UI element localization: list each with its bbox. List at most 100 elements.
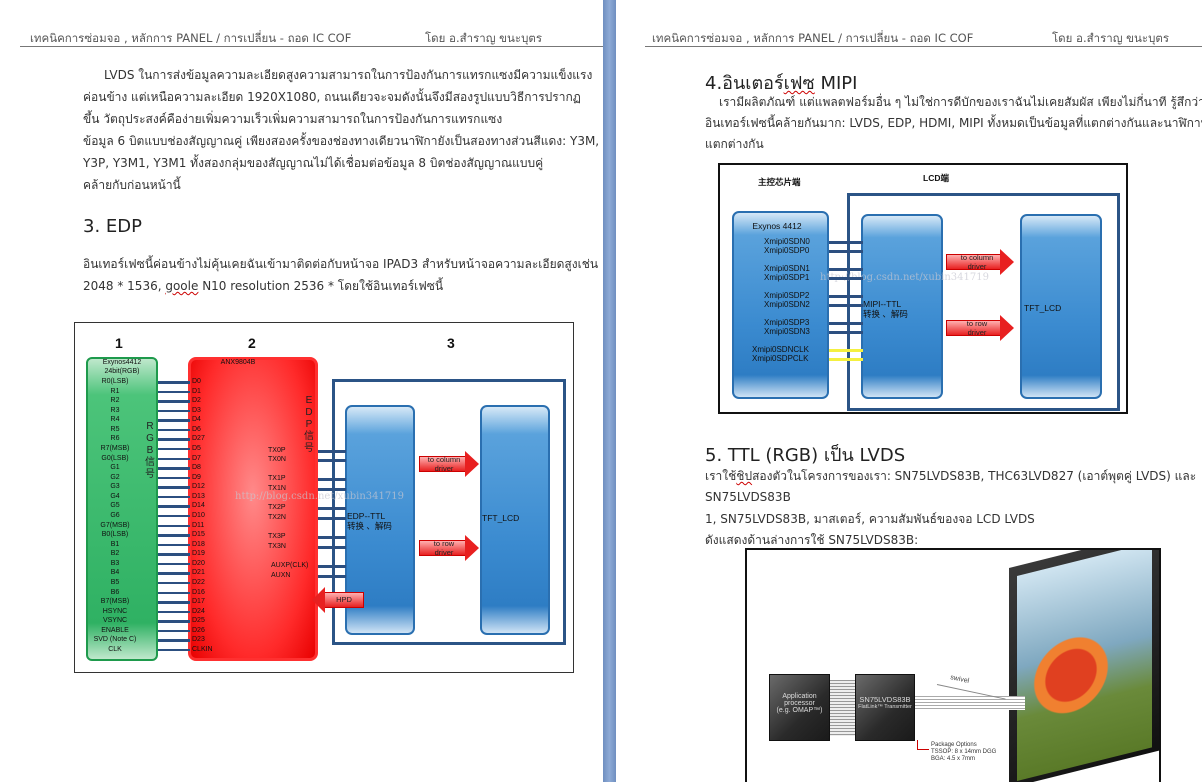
exynos4412-block — [86, 357, 158, 661]
bridge-pin-label: D18 — [192, 540, 205, 548]
edp-wire — [318, 565, 346, 568]
section-heading-ttl-lvds: 5. TTL (RGB) เป็น LVDS — [705, 445, 906, 466]
text-line: ค่อนข้าง แต่เหนือความละเอียด 1920X1080, … — [83, 90, 581, 104]
tx-pin-label: TX2N — [268, 514, 286, 521]
rgb-wire — [158, 390, 190, 394]
misspelled-word[interactable]: ชิป — [736, 469, 753, 483]
rgb-wire — [158, 610, 190, 614]
rgb-wire — [158, 572, 190, 575]
rgb-wire — [158, 438, 190, 441]
bridge-pin-label: D14 — [192, 502, 205, 510]
rgb-wire — [158, 428, 190, 432]
mipi-wire — [829, 349, 863, 352]
bridge-pin-label: D22 — [192, 578, 205, 586]
text-line: เราใช้ชิปสองตัวในโครงการของเรา: SN75LVDS… — [705, 469, 1197, 483]
bridge-pin-label: CLKIN — [192, 645, 213, 653]
source-pin-label: SVD (Note C) — [93, 636, 137, 644]
edp-wire — [318, 536, 346, 539]
source-pin-label: B7(MSB) — [100, 598, 130, 606]
source-pin-label: R2 — [110, 397, 120, 405]
tx-pin-label: TX0N — [268, 456, 286, 463]
intro-paragraph: LVDS ในการส่งข้อมูลความละเอียดสูงความสาม… — [83, 64, 599, 196]
watermark: http://blog.csdn.net/xubin341719 — [235, 491, 404, 502]
bridge-pin-label: D23 — [192, 636, 205, 644]
tx-pin-label: TX1P — [268, 475, 286, 482]
rgb-wire — [158, 629, 190, 633]
bridge-pin-label: D24 — [192, 607, 205, 615]
text-line: คล้ายกับก่อนหน้านี้ — [83, 178, 181, 192]
bridge-pin-label: D27 — [192, 435, 205, 443]
text: 2048 * 1536, — [83, 279, 166, 293]
lvds-cable — [915, 696, 1025, 710]
section-heading-mipi: 4.อินเตอร์เฟซ MIPI — [705, 73, 858, 94]
misspelled-word[interactable]: goole — [165, 279, 199, 293]
tx-pin-label: AUXN — [271, 572, 291, 579]
lcd-side-frame — [847, 193, 1120, 411]
bridge-pin-label: D5 — [192, 444, 201, 452]
column-number: 1 — [115, 335, 123, 351]
mipi-wire — [829, 268, 863, 271]
source-pin-label: G7(MSB) — [100, 521, 130, 529]
document-page-right: เทคนิคการซ่อมจอ , หลักการ PANEL / การเปล… — [616, 0, 1202, 782]
column-number: 2 — [248, 335, 256, 351]
mipi-pin-label: Xmipi0SDP0 — [764, 246, 810, 255]
source-pin-label: R0(LSB) — [101, 378, 129, 385]
text-line: 1, SN75LVDS83B, มาสเตอร์, ความสัมพันธ์ขอ… — [705, 511, 1035, 526]
tx-pin-label: TX0P — [268, 447, 286, 454]
bridge-pin-label: D1 — [192, 387, 201, 395]
lcd-side-label: LCD端 — [923, 173, 949, 183]
source-pin-label: CLK — [108, 645, 122, 653]
page-header-title: เทคนิคการซ่อมจอ , หลักการ PANEL / การเปล… — [652, 31, 974, 45]
mipi-pin-label: Xmipi0SDN3 — [764, 327, 810, 336]
tft-lcd-block — [1020, 214, 1102, 399]
bridge-pin-label: D6 — [192, 425, 201, 433]
edp-wire — [318, 459, 346, 462]
mipi-wire — [829, 322, 863, 325]
bridge-pin-label: D2 — [192, 397, 201, 405]
rgb-wire — [158, 553, 190, 556]
text-line: ขึ้น วัตถุประสงค์คือง่ายเพิ่มความเร็วเพิ… — [83, 112, 503, 126]
mipi-pin-label: Xmipi0SDP3 — [764, 318, 810, 327]
source-pin-label: B6 — [110, 588, 120, 596]
mipi-pin-label: Xmipi0SDP1 — [764, 273, 810, 282]
callout-line — [917, 740, 929, 750]
edp-wire — [318, 507, 346, 510]
rgb-wire — [158, 486, 190, 489]
chip-name: Exynos4412 — [102, 359, 142, 366]
bridge-pin-label: D20 — [192, 559, 205, 567]
swivel-label: swivel — [949, 674, 970, 685]
mipi-pin-label: Xmipi0SDN0 — [764, 237, 810, 246]
bridge-pin-label: D0 — [192, 378, 201, 385]
tx-pin-label: TX2P — [268, 504, 286, 511]
page-header-author: โดย อ.สำราญ ขนะบุตร — [1052, 31, 1170, 45]
rgb-wire — [158, 562, 190, 566]
panel-label: TFT_LCD — [1024, 303, 1062, 313]
hpd-arrow: HPD — [312, 587, 364, 613]
butterfly-flower-photo — [1017, 550, 1152, 782]
chip-subtitle: 24bit(RGB) — [104, 368, 140, 375]
rgb-wire — [158, 457, 190, 461]
tx-pin-label: TX3N — [268, 543, 286, 550]
rgb-wire — [158, 591, 190, 595]
source-pin-label: B1 — [110, 540, 120, 548]
bridge-pin-label: D21 — [192, 569, 205, 577]
mipi-wire — [829, 295, 863, 298]
lcd-side-frame — [332, 379, 566, 645]
text-line: อินเทอร์เฟซนี้คล้ายกันมาก: LVDS, EDP, HD… — [705, 116, 1202, 130]
bridge-pin-label: D17 — [192, 598, 205, 606]
bridge-pin-label: D15 — [192, 531, 205, 539]
misspelled-word[interactable]: เฟซ — [783, 73, 815, 94]
edp-wire — [318, 450, 346, 453]
source-pin-label: G2 — [110, 473, 120, 481]
